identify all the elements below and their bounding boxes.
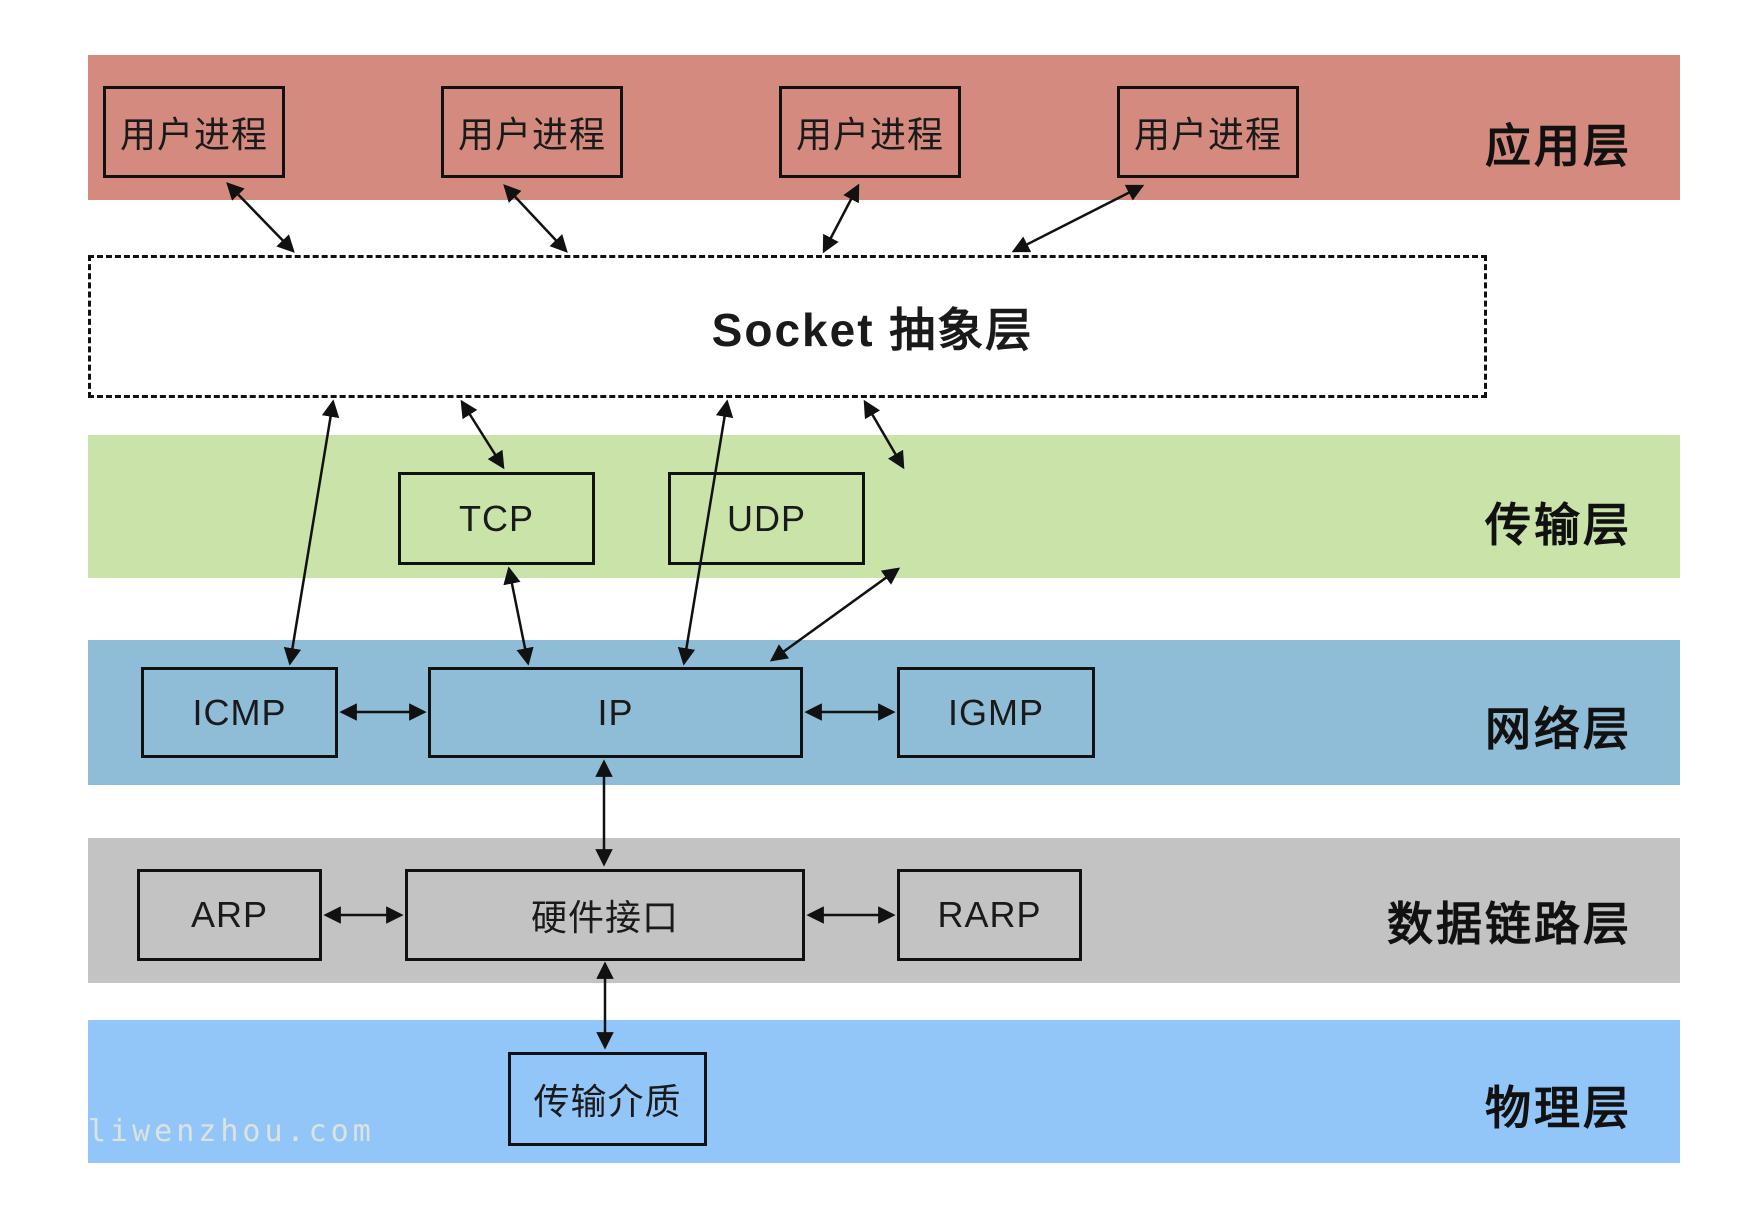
user-process-label-1: 用户进程: [119, 114, 268, 155]
tcp-label: TCP: [459, 497, 534, 539]
label-transport-layer: 传输层: [1485, 499, 1632, 551]
user-process-label-4: 用户进程: [1133, 114, 1282, 155]
udp-label: UDP: [726, 497, 806, 539]
band-transport-layer: [88, 435, 1680, 578]
user-process-box-1: 用户进程: [103, 86, 285, 178]
socket-abstraction-box: Socket 抽象层: [88, 255, 1487, 398]
user-process-box-4: 用户进程: [1117, 86, 1299, 178]
label-application-layer: 应用层: [1485, 120, 1632, 172]
transmission-medium-box: 传输介质: [508, 1052, 707, 1146]
user-process-box-2: 用户进程: [441, 86, 623, 178]
igmp-box: IGMP: [897, 667, 1095, 758]
watermark: liwenzhou.com: [88, 1114, 375, 1149]
rarp-label: RARP: [937, 894, 1042, 935]
icmp-box: ICMP: [141, 667, 338, 758]
igmp-label: IGMP: [947, 691, 1044, 733]
hardware-interface-box: 硬件接口: [405, 869, 805, 961]
arp-label: ARP: [190, 894, 269, 935]
label-network-layer: 网络层: [1485, 703, 1632, 755]
rarp-box: RARP: [897, 869, 1082, 961]
band-physical-layer: [88, 1020, 1680, 1163]
label-physical-layer: 物理层: [1485, 1082, 1632, 1134]
icmp-label: ICMP: [192, 691, 287, 733]
arp-box: ARP: [137, 869, 322, 961]
transmission-medium-label: 传输介质: [533, 1081, 682, 1122]
user-process-label-2: 用户进程: [457, 114, 606, 155]
ip-box: IP: [428, 667, 803, 758]
hardware-interface-label: 硬件接口: [530, 897, 679, 938]
tcp-box: TCP: [398, 472, 595, 565]
user-process-box-3: 用户进程: [779, 86, 961, 178]
user-process-label-3: 用户进程: [795, 114, 944, 155]
label-datalink-layer: 数据链路层: [1387, 898, 1632, 950]
socket-abstraction-label: Socket 抽象层: [711, 303, 1034, 356]
ip-label: IP: [597, 691, 634, 733]
udp-box: UDP: [668, 472, 865, 565]
